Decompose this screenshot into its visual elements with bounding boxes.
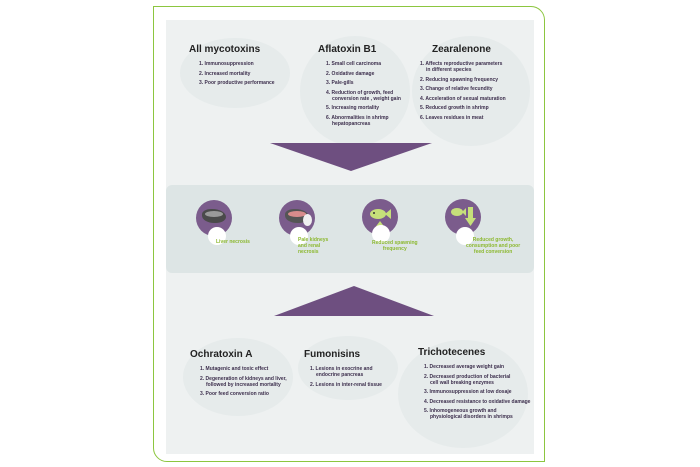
group-title: Aflatoxin B1 bbox=[318, 44, 377, 55]
list-item: 5. Inhomogeneous growth and bbox=[424, 408, 497, 415]
blob bbox=[300, 36, 410, 146]
white-dot bbox=[208, 227, 226, 245]
white-dot bbox=[372, 225, 390, 243]
list-item: 3. Change of relative fecundity bbox=[420, 86, 493, 93]
group-list: 1. Small cell carcinoma 2. Oxidative dam… bbox=[326, 61, 401, 127]
list-item: 3. Immunosuppression at low dosaje bbox=[424, 389, 512, 396]
outer-frame bbox=[153, 6, 545, 462]
group-title: Trichotecenes bbox=[418, 347, 486, 358]
kidney-icon bbox=[279, 200, 315, 236]
effect-caption: Liver necrosis bbox=[216, 239, 250, 245]
group-list: 1. Immunosuppression 2. Increased mortal… bbox=[199, 61, 275, 86]
list-item: 2. Increased mortality bbox=[199, 70, 251, 77]
arrow-up-triangle bbox=[274, 286, 434, 316]
group-ochratoxin-a: Ochratoxin A 1. Mutagenic and toxic effe… bbox=[190, 349, 287, 401]
white-dot bbox=[456, 227, 474, 245]
list-item: endocrine pancreas bbox=[316, 372, 364, 378]
group-trichotecenes: Trichotecenes 1. Decreased average weigh… bbox=[412, 347, 530, 424]
group-all-mycotoxins: All mycotoxins 1. Immunosuppression 2. I… bbox=[189, 44, 275, 90]
list-item: 3. Poor feed conversion ratio bbox=[200, 391, 269, 398]
list-item: 1. Mutagenic and toxic effect bbox=[200, 366, 269, 372]
list-item: 3. Poor productive performance bbox=[199, 80, 275, 87]
list-item: 1. Lesions in exocrine and bbox=[310, 366, 373, 372]
list-item: 5. Reduced growth in shrimp bbox=[420, 105, 489, 112]
effect-caption: Pale kidneys and renal necrosis bbox=[298, 237, 329, 255]
list-item: 1. Affects reproductive parameters bbox=[420, 61, 503, 67]
list-item: followed by increased mortality bbox=[206, 381, 281, 388]
list-item: 1. Immunosuppression bbox=[199, 61, 254, 67]
list-item: 4. Decreased resistance to oxidative dam… bbox=[424, 398, 531, 405]
group-list: 1. Affects reproductive parameters in di… bbox=[420, 61, 506, 121]
group-aflatoxin-b1: Aflatoxin B1 1. Small cell carcinoma 2. … bbox=[318, 44, 401, 131]
list-item: 4. Reduction of growth, feed bbox=[326, 89, 394, 96]
list-item: 3. Pale-gills bbox=[326, 80, 354, 87]
list-item: in different species bbox=[426, 67, 472, 73]
list-item: 2. Reducing spawning frequency bbox=[420, 76, 499, 83]
list-item: 6. Leaves residues in meat bbox=[420, 114, 484, 121]
group-title: Fumonisins bbox=[304, 349, 361, 360]
list-item: 2. Oxidative damage bbox=[326, 70, 375, 77]
group-title: Zearalenone bbox=[432, 44, 491, 55]
list-item: 2. Degeneration of kidneys and liver, bbox=[200, 375, 287, 382]
blob bbox=[180, 38, 290, 108]
blob bbox=[183, 338, 293, 416]
list-item: physiological disorders in shrimps bbox=[430, 414, 513, 421]
white-dot bbox=[290, 227, 308, 245]
group-fumonisins: Fumonisins 1. Lesions in exocrine and en… bbox=[304, 349, 382, 391]
list-item: 6. Abnormalities in shrimp bbox=[326, 114, 389, 121]
group-list: 1. Decreased average weight gain 2. Decr… bbox=[424, 364, 530, 420]
group-zearalenone: Zearalenone 1. Affects reproductive para… bbox=[420, 44, 506, 125]
group-title: Ochratoxin A bbox=[190, 349, 253, 360]
list-item: 2. Lesions in inter-renal tissue bbox=[310, 381, 382, 388]
group-title: All mycotoxins bbox=[189, 44, 261, 55]
group-list: 1. Mutagenic and toxic effect 2. Degener… bbox=[200, 366, 287, 397]
list-item: 2. Decreased production of bacterial bbox=[424, 373, 511, 380]
effect-caption: Reduced growth, consumption and poor fee… bbox=[466, 237, 521, 255]
list-item: 5. Increasing mortality bbox=[326, 105, 380, 112]
effect-caption: Reduced spawning frequency bbox=[372, 240, 418, 252]
blob bbox=[298, 336, 398, 400]
arrow-down-triangle bbox=[270, 143, 432, 171]
list-item: 1. Small cell carcinoma bbox=[326, 61, 382, 67]
group-list: 1. Lesions in exocrine and endocrine pan… bbox=[310, 366, 382, 388]
blob bbox=[412, 36, 530, 146]
list-item: 1. Decreased average weight gain bbox=[424, 364, 505, 370]
blob bbox=[398, 340, 528, 448]
list-item: cell wall breaking enzymes bbox=[430, 379, 494, 386]
list-item: hepatopancreas bbox=[332, 120, 371, 127]
list-item: conversion rate , weight gain bbox=[332, 95, 401, 102]
list-item: 4. Acceleration of sexual maturation bbox=[420, 95, 506, 102]
